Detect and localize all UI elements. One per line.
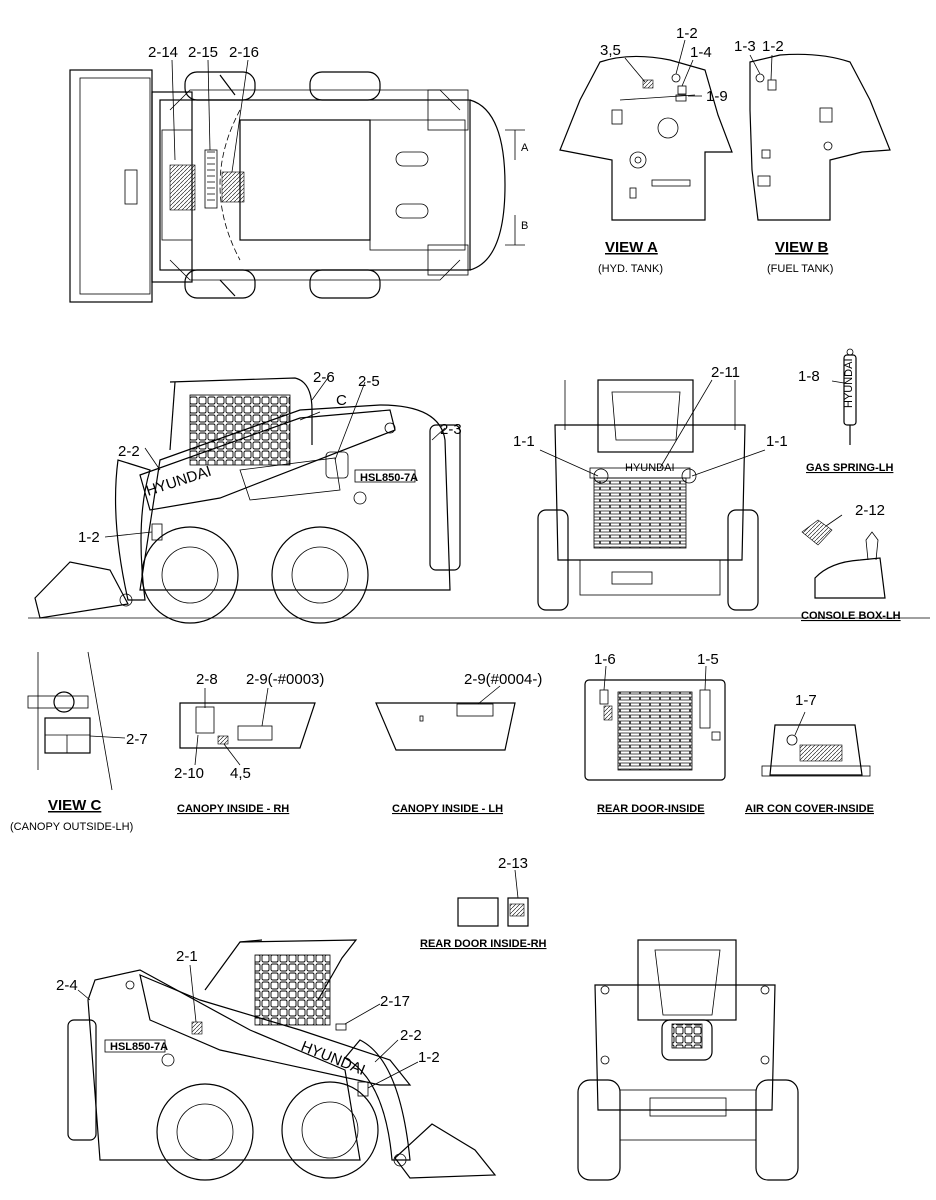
view-a-hyd-tank — [559, 39, 733, 221]
brand-lettering-side-lh: HYUNDAI — [144, 463, 213, 500]
canopy-inside-rh-drawing — [179, 687, 316, 766]
callout-1-5: 1-5 — [697, 651, 719, 668]
side-view-rh — [67, 939, 497, 1181]
callout-1-7: 1-7 — [795, 692, 817, 709]
callout-2-8: 2-8 — [196, 671, 218, 688]
callout-2-11: 2-11 — [711, 364, 740, 381]
gas-spring-drawing — [831, 348, 857, 445]
rear-view — [577, 939, 799, 1181]
rear-door-inside-rh-drawing — [457, 869, 529, 927]
model-lettering-side-lh: HSL850-7A — [360, 472, 418, 484]
callout-2-1: 2-1 — [176, 948, 198, 965]
callout-1-8: 1-8 — [798, 368, 820, 385]
front-view — [537, 379, 766, 611]
callout-2-9-early: 2-9(-#0003) — [246, 671, 324, 688]
air-con-cover-drawing — [761, 711, 871, 777]
view-c-marker: C — [336, 392, 347, 409]
view-b-subtitle: (FUEL TANK) — [767, 263, 833, 275]
callout-1-2-side-rh: 1-2 — [418, 1049, 440, 1066]
view-a-subtitle: (HYD. TANK) — [598, 263, 663, 275]
top-view-machine — [69, 59, 525, 303]
callout-2-14: 2-14 — [148, 44, 178, 61]
callout-1-2-side-lh: 1-2 — [78, 529, 100, 546]
callout-2-12: 2-12 — [855, 502, 885, 519]
callout-2-16: 2-16 — [229, 44, 259, 61]
callout-1-2-view-b: 1-2 — [762, 38, 784, 55]
view-c-subtitle: (CANOPY OUTSIDE-LH) — [10, 821, 133, 833]
view-b-fuel-tank — [749, 53, 891, 221]
canopy-inside-lh-caption: CANOPY INSIDE - LH — [392, 803, 503, 815]
side-view-lh — [28, 374, 930, 624]
callout-1-1-left: 1-1 — [513, 433, 535, 450]
console-box-drawing — [801, 514, 886, 599]
callout-2-15: 2-15 — [188, 44, 218, 61]
brand-lettering-front: HYUNDAI — [625, 462, 675, 474]
rear-door-inside-drawing — [584, 665, 726, 781]
callout-1-4: 1-4 — [690, 44, 712, 61]
callout-2-17: 2-17 — [380, 993, 410, 1010]
callout-2-2-side-lh: 2-2 — [118, 443, 140, 460]
callout-2-3: 2-3 — [440, 421, 462, 438]
callout-3-5: 3,5 — [600, 42, 621, 59]
view-c-title: VIEW C — [48, 797, 102, 814]
callout-2-4: 2-4 — [56, 977, 78, 994]
rear-door-inside-rh-caption: REAR DOOR INSIDE-RH — [420, 938, 547, 950]
view-b-title: VIEW B — [775, 239, 829, 256]
callout-2-5: 2-5 — [358, 373, 380, 390]
callout-2-10: 2-10 — [174, 765, 204, 782]
console-box-caption: CONSOLE BOX-LH — [801, 610, 901, 622]
model-lettering-side-rh: HSL850-7A — [110, 1041, 168, 1053]
callout-2-7: 2-7 — [126, 731, 148, 748]
callout-1-1-right: 1-1 — [766, 433, 788, 450]
callout-1-9: 1-9 — [706, 88, 728, 105]
section-mark-b: B — [521, 220, 528, 232]
callout-1-2-view-a: 1-2 — [676, 25, 698, 42]
callout-2-13: 2-13 — [498, 855, 528, 872]
view-a-title: VIEW A — [605, 239, 658, 256]
air-con-cover-caption: AIR CON COVER-INSIDE — [745, 803, 874, 815]
callout-2-6: 2-6 — [313, 369, 335, 386]
rear-door-inside-caption: REAR DOOR-INSIDE — [597, 803, 705, 815]
callout-2-9-late: 2-9(#0004-) — [464, 671, 542, 688]
view-c-drawing — [27, 651, 126, 791]
callout-1-6: 1-6 — [594, 651, 616, 668]
section-mark-a: A — [521, 142, 529, 154]
callout-2-2-side-rh: 2-2 — [400, 1027, 422, 1044]
gas-spring-caption: GAS SPRING-LH — [806, 462, 893, 474]
callout-4-5: 4,5 — [230, 765, 251, 782]
canopy-inside-lh-drawing — [375, 685, 516, 751]
callout-1-3: 1-3 — [734, 38, 756, 55]
gas-spring-lettering: HYUNDAI — [843, 358, 855, 408]
canopy-inside-rh-caption: CANOPY INSIDE - RH — [177, 803, 289, 815]
